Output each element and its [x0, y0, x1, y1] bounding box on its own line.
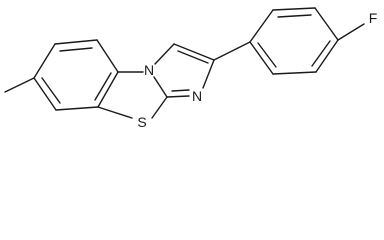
bond-c4-c5-inner: [177, 50, 209, 64]
bond-phenyl-5: [272, 71, 317, 75]
bond-n-c-ring-inner: [171, 89, 190, 92]
bond-c4-c5: [173, 43, 215, 61]
bond-phenyl-6: [249, 41, 274, 75]
bond-n-bridge-c4: [154, 43, 175, 65]
bond-benzo-4: [55, 106, 99, 111]
bond-c-s: [97, 106, 133, 119]
bond-phenyl-3: [314, 7, 339, 41]
bond-benzo-inner-1: [59, 47, 93, 52]
bond-phenyl-inner-1: [277, 14, 312, 18]
imidazole-ring: [154, 43, 215, 98]
bond-c-n-bridge: [153, 76, 168, 98]
bond-benzo-inner-3: [41, 77, 61, 104]
bond-phenyl-inner-3: [257, 42, 277, 68]
bond-phenyl-inner-2: [311, 40, 331, 67]
bond-s-c: [151, 96, 168, 119]
bond-c-f: [337, 23, 365, 41]
chemical-structure: S N N F: [4, 7, 378, 130]
atom-label-s: S: [137, 114, 146, 130]
benzo-ring: [33, 39, 119, 111]
bond-benzo-5: [33, 77, 57, 111]
bond-phenyl-1: [249, 9, 274, 43]
bond-benzo-1: [54, 39, 98, 45]
atom-label-f: F: [369, 10, 378, 26]
bond-benzo-3: [97, 71, 119, 108]
bond-to-phenyl: [213, 41, 251, 61]
bond-phenyl-4: [315, 39, 339, 73]
thiazole-ring: [97, 71, 168, 119]
bond-methyl: [4, 77, 35, 93]
bond-benzo-6: [33, 43, 56, 79]
bond-phenyl-2: [272, 7, 316, 11]
bond-c5-n: [202, 59, 215, 89]
atom-label-n-bridge: N: [144, 62, 154, 78]
bond-n-c-ring: [166, 95, 190, 98]
bond-benzo-2: [96, 39, 119, 73]
fluorophenyl-ring: [249, 7, 339, 75]
atom-label-n-ring: N: [192, 88, 202, 104]
bond-benzo-inner-2: [94, 72, 112, 101]
